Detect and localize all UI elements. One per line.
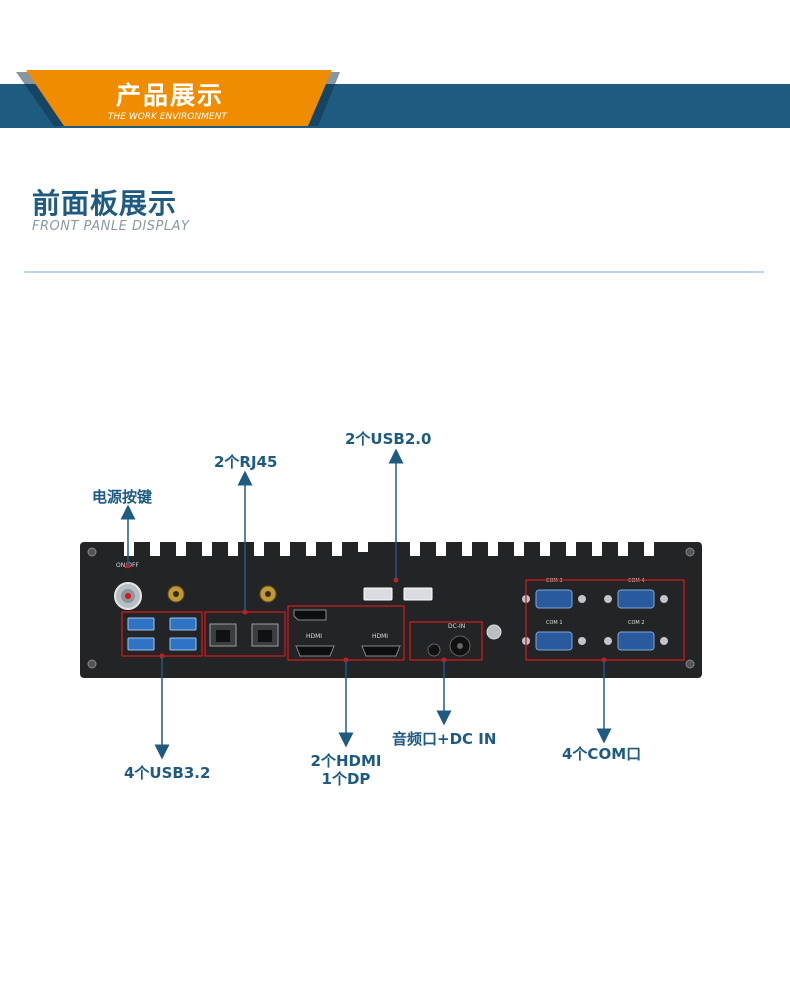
power-callout: 电源按键: [92, 488, 153, 506]
com3-label: COM 3: [546, 578, 563, 584]
com4-label: COM 4: [628, 578, 645, 584]
section-divider: [24, 271, 764, 273]
com1-label: COM 1: [546, 620, 563, 626]
usb32-box: [121, 611, 203, 657]
audio-dc-callout: 音频口+DC IN: [392, 730, 497, 748]
hdmi-callout: 2个HDMI: [310, 752, 382, 770]
usb32-callout: 4个USB3.2: [124, 764, 211, 782]
rj45-box: [204, 611, 286, 657]
section-subtitle: FRONT PANLE DISPLAY: [32, 219, 190, 234]
audio-dc-box: [409, 621, 483, 661]
header-title: 产品展示: [116, 81, 225, 110]
header-subtitle: THE WORK ENVIRONMENT: [108, 112, 227, 122]
front-panel-device: [80, 540, 702, 678]
rj45-callout: 2个RJ45: [214, 453, 278, 471]
dc-in-label: DC-IN: [448, 623, 466, 630]
com-box: [525, 579, 685, 661]
dp-callout: 1个DP: [321, 770, 371, 788]
section-title: 前面板展示: [32, 187, 178, 220]
hdmi-dp-box: [287, 605, 405, 661]
usb20-callout: 2个USB2.0: [345, 430, 432, 448]
com-callout: 4个COM口: [562, 745, 642, 763]
com2-label: COM 2: [628, 620, 645, 626]
hdmi-label-1: HDMI: [306, 633, 323, 640]
hdmi-label-2: HDMI: [372, 633, 389, 640]
header-badge: [0, 68, 360, 130]
